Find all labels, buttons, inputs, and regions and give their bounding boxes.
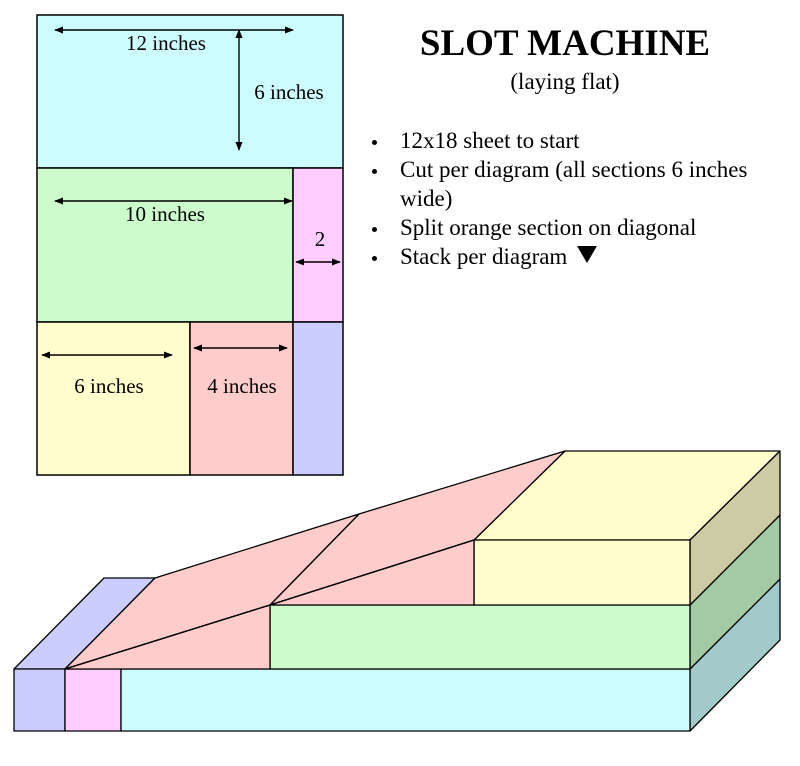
pink-strip-front <box>64 668 122 732</box>
section-middle-green <box>36 167 294 323</box>
fold-line-upper <box>269 539 475 606</box>
section-bottom-yellow <box>36 321 191 476</box>
fold-line-lower <box>64 604 271 670</box>
bullet-icon <box>372 169 377 174</box>
blue-strip-front <box>13 668 66 732</box>
dimension-arrows <box>41 26 341 359</box>
instruction-text: 12x18 sheet to start <box>400 128 580 153</box>
instruction-text: Stack per diagram <box>400 244 568 269</box>
cyan-layer-front <box>120 668 691 732</box>
section-strip-pink <box>292 167 344 323</box>
down-triangle-icon <box>577 246 598 263</box>
label-middle-width: 10 inches <box>125 202 205 226</box>
instruction-item: Cut per diagram (all sections 6 inches w… <box>372 155 782 213</box>
section-strip-blue <box>292 321 344 476</box>
page-title: SLOT MACHINE <box>419 23 711 64</box>
section-top-cyan <box>36 14 344 169</box>
bullet-icon <box>372 227 377 232</box>
instruction-text: Cut per diagram (all sections 6 inches w… <box>400 157 748 211</box>
label-top-width: 12 inches <box>126 31 206 55</box>
dimension-labels: 12 inches 6 inches 10 inches 2 6 inches … <box>74 31 325 398</box>
instruction-text: Split orange section on diagonal <box>400 215 697 240</box>
instruction-item: Split orange section on diagonal <box>372 213 782 242</box>
label-bottom-left: 6 inches <box>74 374 143 398</box>
instruction-item: Stack per diagram <box>372 242 782 271</box>
label-strip-width: 2 <box>315 227 326 251</box>
stacked-assembly <box>13 450 781 732</box>
page-subtitle: (laying flat) <box>510 69 620 94</box>
label-top-height: 6 inches <box>254 80 323 104</box>
green-layer-front <box>269 604 691 670</box>
instruction-list: 12x18 sheet to start Cut per diagram (al… <box>372 126 782 271</box>
bullet-icon <box>372 256 377 261</box>
label-bottom-middle: 4 inches <box>207 374 276 398</box>
section-bottom-salmon <box>189 321 294 476</box>
instruction-item: 12x18 sheet to start <box>372 126 782 155</box>
bullet-icon <box>372 140 377 145</box>
yellow-block-front <box>473 539 691 606</box>
